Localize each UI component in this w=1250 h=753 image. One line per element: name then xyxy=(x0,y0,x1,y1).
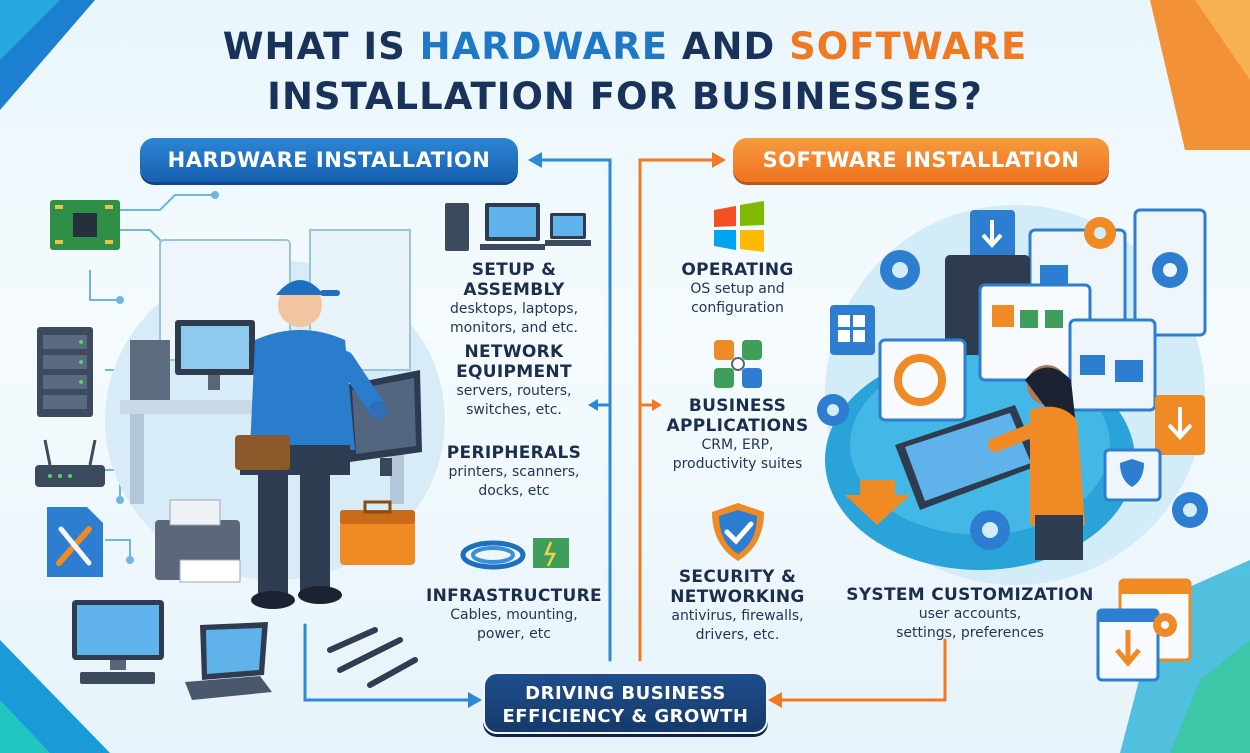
item-desc: productivity suites xyxy=(672,456,803,472)
item-heading-2: EQUIPMENT xyxy=(456,362,572,382)
laptop-icon xyxy=(185,622,272,700)
item-heading: INFRASTRUCTURE xyxy=(426,586,602,606)
router-icon xyxy=(35,439,105,487)
title-and: AND xyxy=(668,25,790,68)
item-heading-2: APPLICATIONS xyxy=(666,416,809,436)
software-item-security-networking: SECURITY & NETWORKING antivirus, firewal… xyxy=(655,567,820,645)
item-desc: configuration xyxy=(691,300,784,316)
software-item-system-customization: SYSTEM CUSTOMIZATION user accounts, sett… xyxy=(840,585,1100,643)
computer-setup-icon xyxy=(445,203,591,251)
item-heading: OPERATING xyxy=(681,260,794,280)
item-desc: antivirus, firewalls, xyxy=(671,608,804,624)
item-desc: switches, etc. xyxy=(466,402,562,418)
software-item-operating: OPERATING OS setup and configuration xyxy=(655,260,820,318)
item-desc: docks, etc xyxy=(478,483,550,499)
circuit-board-icon xyxy=(50,200,120,250)
hardware-item-setup-assembly: SETUP & ASSEMBLY desktops, laptops, moni… xyxy=(418,260,610,338)
footer-line2: EFFICIENCY & GROWTH xyxy=(502,706,749,727)
hardware-illustration xyxy=(105,229,445,688)
hardware-installation-header: HARDWARE INSTALLATION xyxy=(140,138,518,182)
security-shield-icon xyxy=(712,503,764,561)
item-desc: CRM, ERP, xyxy=(701,437,774,453)
title-software: SOFTWARE xyxy=(789,25,1028,68)
software-installation-header: SOFTWARE INSTALLATION xyxy=(733,138,1109,182)
item-heading: SYSTEM CUSTOMIZATION xyxy=(846,585,1094,605)
item-desc: power, etc xyxy=(477,626,551,642)
item-desc: settings, preferences xyxy=(896,625,1044,641)
desktop-computer-icon xyxy=(72,600,164,684)
item-desc: user accounts, xyxy=(918,606,1022,622)
windows-logo-icon xyxy=(714,201,764,252)
title-hardware: HARDWARE xyxy=(419,25,669,68)
item-heading: BUSINESS xyxy=(688,396,787,416)
item-desc: Cables, mounting, xyxy=(450,607,578,623)
tools-document-icon xyxy=(47,507,103,577)
item-desc: OS setup and xyxy=(690,281,785,297)
system-settings-windows-icon xyxy=(1096,578,1192,682)
driving-business-efficiency-box: DRIVING BUSINESS EFFICIENCY & GROWTH xyxy=(483,672,768,734)
item-heading: SETUP & ASSEMBLY xyxy=(463,260,565,300)
server-icon xyxy=(37,327,93,417)
software-illustration xyxy=(817,205,1208,585)
hardware-item-peripherals: PERIPHERALS printers, scanners, docks, e… xyxy=(418,443,610,501)
title-prefix: WHAT IS xyxy=(222,25,420,68)
item-heading: NETWORK xyxy=(464,342,564,362)
title-line2: INSTALLATION FOR BUSINESSES? xyxy=(267,75,983,118)
cable-icon xyxy=(460,538,569,570)
item-desc: servers, routers, xyxy=(456,383,572,399)
item-desc: monitors, and etc. xyxy=(449,320,578,336)
item-heading: PERIPHERALS xyxy=(446,443,582,463)
item-desc: desktops, laptops, xyxy=(449,301,579,317)
hardware-item-infrastructure: INFRASTRUCTURE Cables, mounting, power, … xyxy=(418,586,610,644)
item-heading: SECURITY & xyxy=(678,567,797,587)
software-item-business-applications: BUSINESS APPLICATIONS CRM, ERP, producti… xyxy=(655,396,820,474)
business-apps-icon xyxy=(714,340,762,388)
hardware-item-network-equipment: NETWORK EQUIPMENT servers, routers, swit… xyxy=(418,342,610,420)
page-title: WHAT IS HARDWARE AND SOFTWARE INSTALLATI… xyxy=(0,22,1250,122)
item-heading-2: NETWORKING xyxy=(670,587,805,607)
item-desc: drivers, etc. xyxy=(695,627,780,643)
item-desc: printers, scanners, xyxy=(448,464,580,480)
footer-line1: DRIVING BUSINESS xyxy=(525,683,726,704)
